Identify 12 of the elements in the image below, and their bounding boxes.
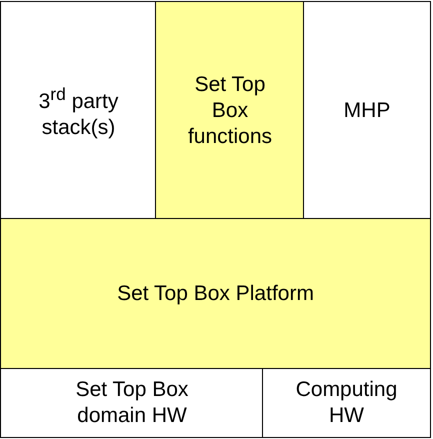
layer-box (303, 1, 431, 220)
hardware-box (0, 368, 264, 438)
layer-label: Set Top Box functions (186, 72, 274, 150)
hardware-box (262, 368, 431, 438)
layer-label: Set Top Box Platform (117, 281, 314, 307)
platform-layer-box (0, 218, 431, 370)
layer-label: 3$^{rd}$ party stack(s) (38, 82, 120, 140)
layer-box (155, 1, 305, 220)
layer-box (0, 1, 157, 220)
layer-label: Computing HW (294, 377, 398, 429)
layer-label: MHP (344, 98, 390, 124)
layer-label: Set Top Box domain HW (74, 377, 190, 429)
